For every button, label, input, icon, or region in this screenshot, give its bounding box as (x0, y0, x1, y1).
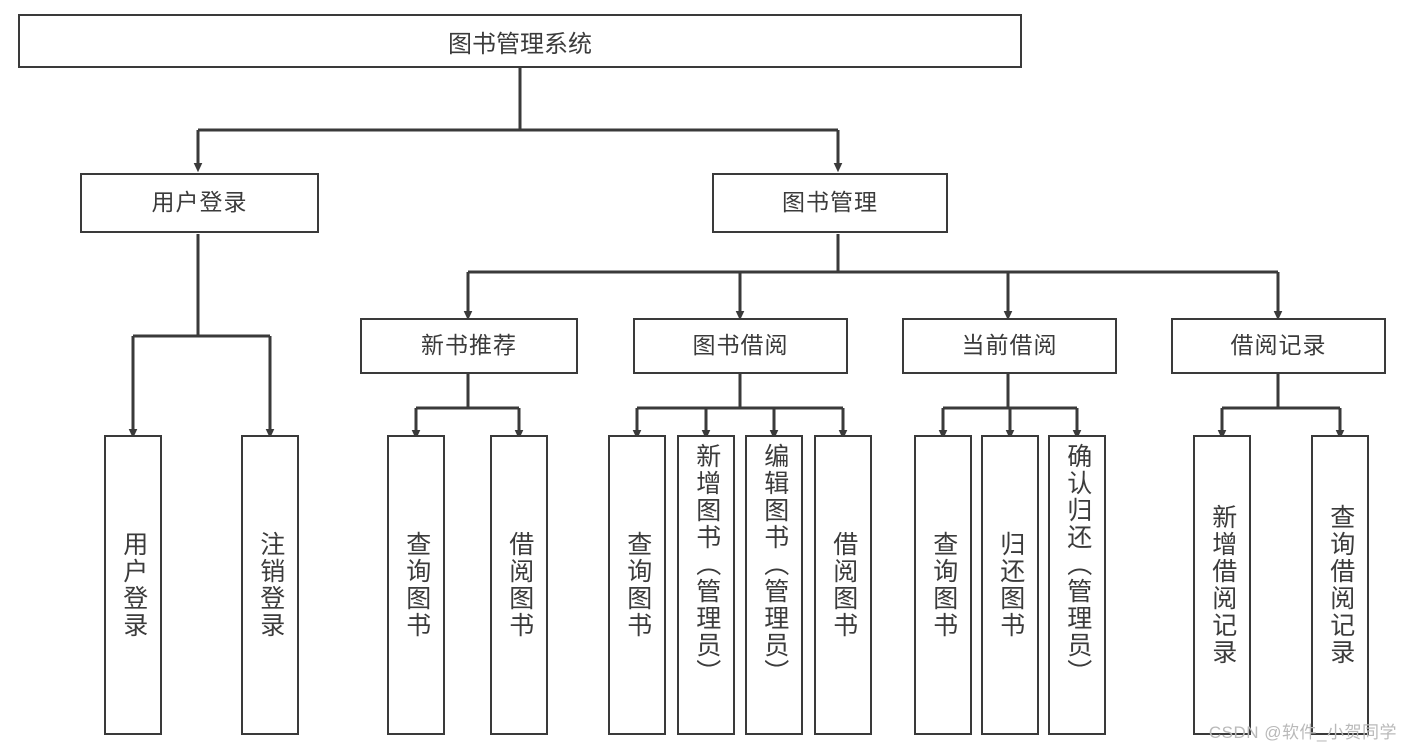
node-new-book-recommend[interactable]: 新书推荐 (360, 318, 578, 374)
node-leaf-borrow-book-1[interactable]: 借阅图书 (490, 435, 548, 735)
node-current-borrow-label: 当前借阅 (961, 332, 1058, 359)
node-leaf-query-record-label: 查询借阅记录 (1326, 504, 1355, 666)
node-leaf-logout[interactable]: 注销登录 (241, 435, 299, 735)
node-leaf-return-book-label: 归还图书 (996, 531, 1025, 639)
node-leaf-logout-label: 注销登录 (256, 531, 285, 639)
node-leaf-return-book[interactable]: 归还图书 (981, 435, 1039, 735)
node-leaf-add-book[interactable]: 新增图书（管理员） (677, 435, 735, 735)
node-leaf-edit-book[interactable]: 编辑图书（管理员） (745, 435, 803, 735)
node-leaf-user-login[interactable]: 用户登录 (104, 435, 162, 735)
node-leaf-query-book-3-label: 查询图书 (929, 531, 958, 639)
node-leaf-query-book-2[interactable]: 查询图书 (608, 435, 666, 735)
node-leaf-borrow-book-2[interactable]: 借阅图书 (814, 435, 872, 735)
node-leaf-borrow-book-2-label: 借阅图书 (829, 531, 858, 639)
node-leaf-confirm-return[interactable]: 确认归还（管理员） (1048, 435, 1106, 735)
node-root[interactable]: 图书管理系统 (18, 14, 1022, 68)
node-leaf-confirm-return-label: 确认归还（管理员） (1063, 443, 1092, 686)
node-leaf-borrow-book-1-label: 借阅图书 (505, 531, 534, 639)
node-leaf-query-record[interactable]: 查询借阅记录 (1311, 435, 1369, 735)
node-user-login-label: 用户登录 (151, 189, 248, 216)
node-book-borrow[interactable]: 图书借阅 (633, 318, 848, 374)
node-leaf-edit-book-label: 编辑图书（管理员） (760, 443, 789, 686)
node-leaf-query-book-3[interactable]: 查询图书 (914, 435, 972, 735)
node-leaf-user-login-label: 用户登录 (119, 531, 148, 639)
node-leaf-query-book-1-label: 查询图书 (402, 531, 431, 639)
node-book-manage-label: 图书管理 (782, 189, 878, 216)
node-book-manage[interactable]: 图书管理 (712, 173, 948, 233)
node-new-book-recommend-label: 新书推荐 (421, 332, 517, 359)
watermark: CSDN @软件_小贺同学 (1208, 723, 1397, 742)
node-book-borrow-label: 图书借阅 (692, 332, 789, 359)
node-leaf-add-record[interactable]: 新增借阅记录 (1193, 435, 1251, 735)
node-user-login[interactable]: 用户登录 (80, 173, 319, 233)
node-leaf-query-book-2-label: 查询图书 (623, 531, 652, 639)
node-borrow-record[interactable]: 借阅记录 (1171, 318, 1386, 374)
node-current-borrow[interactable]: 当前借阅 (902, 318, 1117, 374)
node-root-label: 图书管理系统 (448, 30, 592, 58)
node-leaf-add-book-label: 新增图书（管理员） (692, 443, 721, 686)
node-leaf-query-book-1[interactable]: 查询图书 (387, 435, 445, 735)
node-leaf-add-record-label: 新增借阅记录 (1208, 504, 1237, 666)
node-borrow-record-label: 借阅记录 (1230, 332, 1327, 359)
